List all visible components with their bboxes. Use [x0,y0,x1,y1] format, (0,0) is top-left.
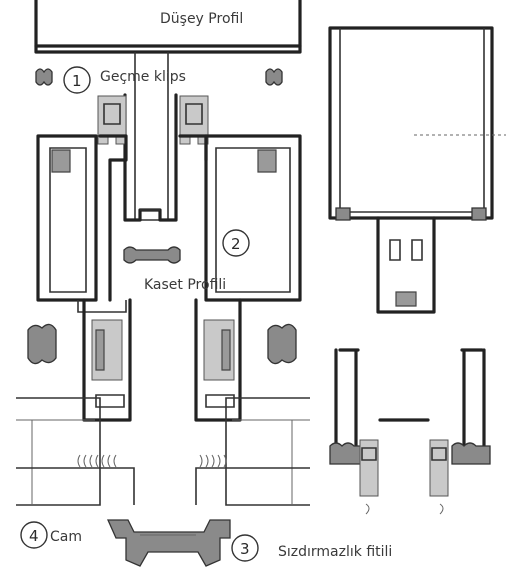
callout-1-number: 1 [72,72,82,90]
callout-2-number: 2 [231,235,241,253]
callout-3-number: 3 [240,540,250,558]
gasket-label: Sızdırmazlık fitili [278,544,392,560]
clip-label: Geçme klips [100,69,186,85]
callout-3: 3 [231,534,259,562]
callout-2: 2 [222,229,250,257]
right-section-view-top [328,26,506,314]
glass-label: Cam [50,529,82,545]
glass-panes [16,397,310,506]
vertical-profile [34,0,302,222]
left-glazing-unit [27,298,132,422]
right-cassette-profile [178,134,302,302]
right-glazing-unit [194,298,297,422]
right-section-view-bottom [329,348,491,515]
gasket-detail [106,519,231,567]
cassette-profile-label: Kaset Profili [144,277,226,293]
left-cassette-profile [36,134,128,313]
callout-4-number: 4 [29,527,39,545]
vertical-profile-label: Düşey Profil [160,11,243,27]
callout-1: 1 [63,66,91,94]
cassette-connector [123,246,181,264]
callout-4: 4 [20,521,48,549]
